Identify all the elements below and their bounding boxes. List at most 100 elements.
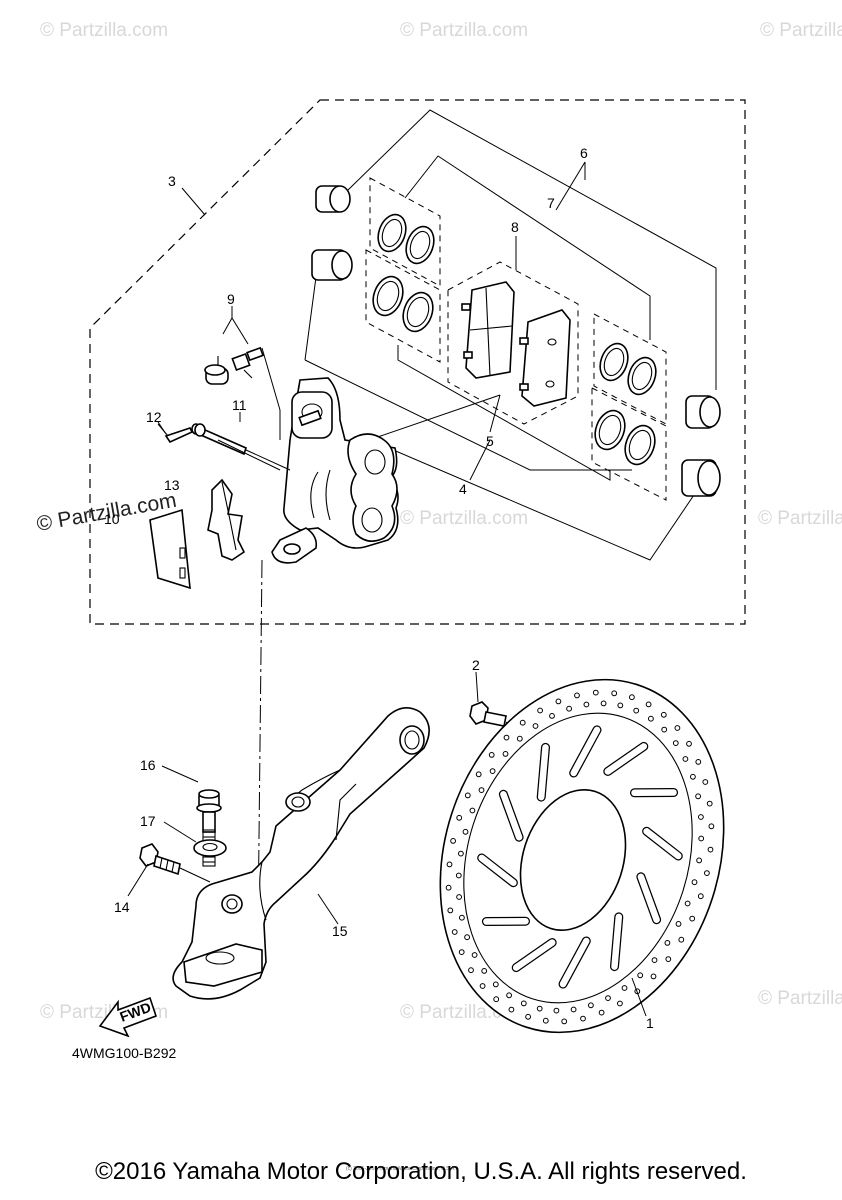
disc-hole (570, 1006, 577, 1013)
disc-hole (458, 949, 465, 955)
disc-hole (637, 972, 644, 979)
callout-5: 5 (486, 433, 494, 449)
disc-hole (536, 1005, 543, 1012)
disc-hole (456, 894, 463, 900)
disc-hole (566, 705, 572, 712)
disc-hole (686, 740, 692, 747)
pad-pin (191, 412, 291, 471)
callout-12: 12 (146, 409, 162, 425)
disc-hole (664, 940, 671, 946)
disc-hole (650, 973, 657, 980)
watermark-text: © Partzilla.com (400, 508, 528, 529)
disc-hole (691, 879, 698, 886)
caliper-bracket (172, 707, 430, 1000)
disc-hole (478, 787, 485, 793)
callout-16: 16 (140, 757, 156, 773)
disc-slot (537, 744, 549, 801)
disc-hole (503, 734, 510, 741)
watermark-text: © Partzilla.com (40, 20, 168, 41)
disc-vent-slots (477, 725, 683, 989)
bleed-screw (231, 346, 264, 379)
disc-hole (661, 726, 668, 733)
disc-hole (488, 752, 495, 758)
disc-hole (682, 756, 689, 762)
disc-hole (445, 884, 452, 891)
disc-hole (532, 723, 539, 729)
disc-hole (708, 823, 715, 830)
disc-hole (464, 792, 471, 799)
disc-hole (696, 857, 702, 864)
watermark-text: © Partzilla.com (758, 988, 842, 1009)
disc-hole (588, 1002, 594, 1009)
disc-hole (698, 814, 704, 820)
pin-guide-line (217, 439, 281, 471)
disc-hole (537, 707, 543, 714)
disc-hole (468, 967, 474, 974)
pad-shim (149, 508, 191, 590)
disc-hole (633, 707, 640, 714)
bleed-cap (204, 356, 229, 385)
bleed-screw-group (204, 310, 281, 440)
disc-slot (500, 791, 523, 841)
callout-1: 1 (646, 1015, 654, 1031)
mounting-centerline (257, 559, 263, 931)
disc-hole (459, 914, 465, 921)
disc-hole (629, 694, 635, 701)
disc-hole (464, 934, 471, 941)
callout-3: 3 (168, 173, 176, 189)
collar-upper-left (315, 185, 351, 213)
collar-upper-right (685, 395, 721, 429)
disc-hole (689, 915, 696, 922)
brake-pad-left (461, 281, 515, 379)
disc-hole (481, 968, 488, 974)
leader-lines (127, 161, 647, 1017)
disc-hole (611, 690, 618, 697)
disc-hole (561, 1018, 568, 1025)
watermark-text: © Partzilla.com (760, 20, 842, 41)
callout-4: 4 (459, 481, 467, 497)
disc-slot (478, 854, 517, 886)
caliper-body (271, 377, 399, 564)
disc-hole (455, 872, 462, 879)
disc-hole (493, 996, 500, 1003)
brake-pad-kit (447, 261, 579, 425)
disc-hole (447, 907, 454, 914)
pad-spring (207, 478, 246, 561)
disc-slot (611, 913, 623, 970)
disc-hole (580, 1015, 586, 1022)
disc-slot (559, 937, 590, 988)
disc-hole (617, 1000, 623, 1007)
callout-7: 7 (547, 195, 555, 211)
disc-hole (542, 1017, 549, 1024)
bracket-bolt-small (139, 843, 211, 883)
disc-hole (549, 713, 555, 719)
callout-6: 6 (580, 145, 588, 161)
small-print: (c) 2005-2016 Yamaha Motor Corporation, … (346, 1166, 456, 1172)
disc-hole (702, 779, 709, 785)
brake-pad-right (519, 309, 571, 407)
disc-hole (695, 793, 701, 800)
pad-pin-clip (157, 421, 194, 444)
disc-hole (525, 1013, 531, 1020)
disc-hole (698, 835, 705, 842)
watermark-text: © Partzilla.com (758, 508, 842, 529)
collar-lower-right (681, 459, 721, 497)
disc-hole (469, 807, 476, 814)
disc-slot (512, 939, 556, 971)
disc-drill-holes (445, 689, 715, 1025)
diagram-code: 4WMG100-B292 (72, 1045, 176, 1061)
disc-hole (675, 921, 682, 927)
callout-13: 13 (164, 477, 180, 493)
disc-slot (604, 743, 648, 775)
callout-15: 15 (332, 923, 348, 939)
disc-hole (492, 981, 499, 988)
callout-14: 14 (114, 899, 130, 915)
collar-group (311, 185, 721, 497)
callout-17: 17 (140, 813, 156, 829)
disc-hole (456, 814, 463, 821)
disc-hole (574, 692, 580, 699)
disc-hole (697, 893, 704, 900)
disc-hole (520, 1000, 527, 1007)
callout-2: 2 (472, 657, 480, 673)
